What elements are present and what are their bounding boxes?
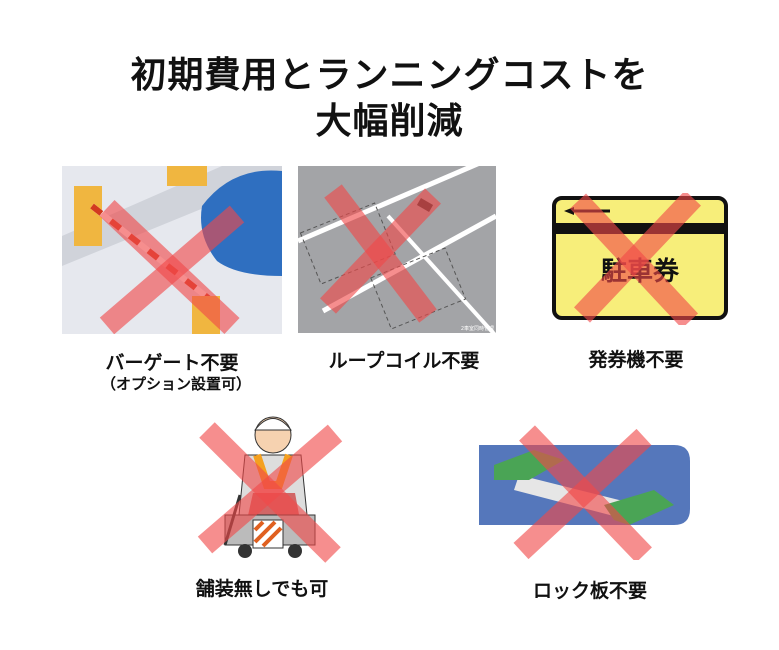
road-worker-image xyxy=(197,416,343,563)
label-gate: バーゲート不要 xyxy=(105,352,239,374)
sublabel-gate-option: （オプション設置可） xyxy=(100,375,252,393)
label-loop-coil: ループコイル不要 xyxy=(328,350,480,372)
label-lock-plate: ロック板不要 xyxy=(532,580,648,602)
gate-bar-image xyxy=(62,166,282,334)
label-no-paving: 舗装無しでも可 xyxy=(195,578,329,600)
loop-coil-caption: 2車室同時管理 xyxy=(461,325,494,332)
headline-line1: 初期費用とランニングコストを xyxy=(130,55,649,96)
parking-ticket-image: 駐車券 xyxy=(552,193,728,325)
headline-line2: 大幅削減 xyxy=(315,101,464,142)
lock-plate-image xyxy=(479,425,690,560)
label-ticket-machine: 発券機不要 xyxy=(588,349,684,371)
loop-coil-image: 2車室同時管理 xyxy=(298,166,496,333)
